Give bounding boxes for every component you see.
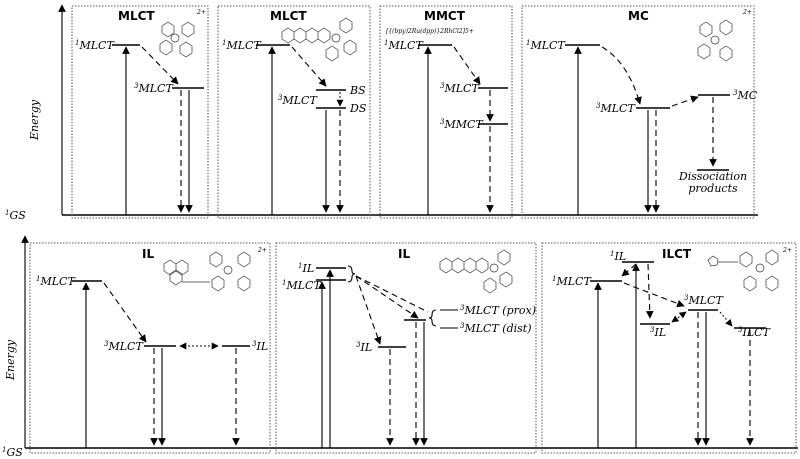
isc-to-3mlct-arrow <box>355 275 419 319</box>
ru-thiophene-complex-structure <box>707 249 779 292</box>
isc-to-3mlct-arrow <box>623 282 685 308</box>
ru-complex-structure <box>159 21 195 58</box>
panel-title: MLCT <box>270 9 307 23</box>
charge-label: 2+ <box>782 247 792 254</box>
panel-title: IL <box>142 247 154 261</box>
label-3mlct-prox: 3MLCT (prox) <box>460 304 536 317</box>
isc-to-3il-arrow <box>355 275 382 345</box>
label-ds: DS <box>349 102 367 115</box>
panel-title: IL <box>398 247 410 261</box>
label-1mlct: 1MLCT <box>384 39 424 52</box>
panel-title: ILCT <box>662 247 692 261</box>
panel-title: MLCT <box>118 9 155 23</box>
dissociation-label: Dissociation <box>678 170 747 183</box>
panel-title: MC <box>628 9 649 23</box>
ru-phen-complex-structure <box>697 19 733 62</box>
panel-box <box>71 5 209 219</box>
il-mlct-equilibrium-arrow <box>671 311 687 323</box>
top-gs-label: 1GS <box>5 209 26 222</box>
panel-box <box>275 242 537 454</box>
label-3mc: 3MC <box>733 89 758 102</box>
il-to-mlct-arrow <box>621 263 637 277</box>
label-3mlct: 3MLCT <box>134 82 174 95</box>
mlct-to-mc-arrow <box>671 95 699 107</box>
label-3mlct: 3MLCT <box>278 94 318 107</box>
top-row: 1GS Energy MLCT 2+ 1MLCT 3MLCT MLCT <box>5 4 758 222</box>
label-1mlct: 1MLCT <box>552 275 592 288</box>
label-3ilct: 3ILCT <box>738 326 772 339</box>
label-1mlct: 1MLCT <box>526 39 566 52</box>
label-1il: 1IL <box>610 250 626 263</box>
panel-box <box>29 242 271 454</box>
panel-mc: MC 2+ 1MLCT 3MLCT 3MC Dissociation produ… <box>521 5 758 219</box>
bottom-energy-label: Energy <box>4 339 17 381</box>
charge-label: 2+ <box>742 9 752 16</box>
label-1mlct: 1MLCT <box>36 275 76 288</box>
isc-to-3il-arrow <box>645 263 654 319</box>
isc-guide-line <box>355 275 429 313</box>
label-3mlct: 3MLCT <box>440 82 480 95</box>
label-1mlct: 1MLCT <box>282 279 322 292</box>
label-3il: 3IL <box>356 341 372 354</box>
label-3mmct: 3MMCT <box>440 118 484 131</box>
bottom-row: 1GS Energy IL 2+ 1MLCT 3MLCT 3IL <box>2 235 798 459</box>
label-3il: 3IL <box>650 326 666 339</box>
ru-dppz-complex-structure <box>281 17 357 62</box>
panel-box <box>217 5 371 219</box>
label-1il: 1IL <box>298 262 314 275</box>
bottom-gs-label: 1GS <box>2 446 23 459</box>
panel-ilct: ILCT 2+ 1IL 1MLCT 3IL 3MLCT 3ILCT <box>541 242 797 454</box>
panel-il-2: IL 1IL 1MLCT 3IL 3MLCT (prox) 3MLCT (dis… <box>275 242 537 454</box>
ru-ethynylpyrene-complex-structure <box>163 251 251 292</box>
isc-arrow <box>291 46 327 87</box>
label-3mlct: 3MLCT <box>104 340 144 353</box>
isc-arrow <box>103 282 147 343</box>
panel-box <box>379 5 513 219</box>
products-label: products <box>688 182 738 195</box>
label-3mlct: 3MLCT <box>596 102 636 115</box>
brace-singlets <box>347 265 356 283</box>
label-3il: 3IL <box>252 340 268 353</box>
label-1mlct: 1MLCT <box>75 39 115 52</box>
isc-arrow <box>601 46 642 105</box>
ru-dppz-complex-structure <box>439 249 513 294</box>
panel-mmct: MMCT [{(bpy)2Ru(dpp)}2RhCl2]5+ 1MLCT 3ML… <box>379 5 513 219</box>
label-3mlct-dist: 3MLCT (dist) <box>460 322 532 335</box>
charge-label: 2+ <box>257 247 267 254</box>
label-bs: BS <box>349 84 366 97</box>
isc-arrow <box>141 46 179 85</box>
top-energy-label: Energy <box>28 99 41 141</box>
mlct-to-ilct-arrow <box>719 311 733 327</box>
panel-il-1: IL 2+ 1MLCT 3MLCT 3IL <box>29 242 271 454</box>
panel-mlct-1: MLCT 2+ 1MLCT 3MLCT <box>71 5 209 219</box>
panel-box <box>541 242 797 454</box>
panel-mlct-2: MLCT 1MLCT BS DS 3MLCT <box>217 5 371 219</box>
panel-subtitle: [{(bpy)2Ru(dpp)}2RhCl2]5+ <box>386 28 474 35</box>
isc-arrow <box>453 46 481 85</box>
label-3mlct: 3MLCT <box>684 294 724 307</box>
panel-title: MMCT <box>424 9 466 23</box>
brace-triplets <box>428 309 437 327</box>
charge-label: 2+ <box>196 9 206 16</box>
label-1mlct: 1MLCT <box>222 39 262 52</box>
